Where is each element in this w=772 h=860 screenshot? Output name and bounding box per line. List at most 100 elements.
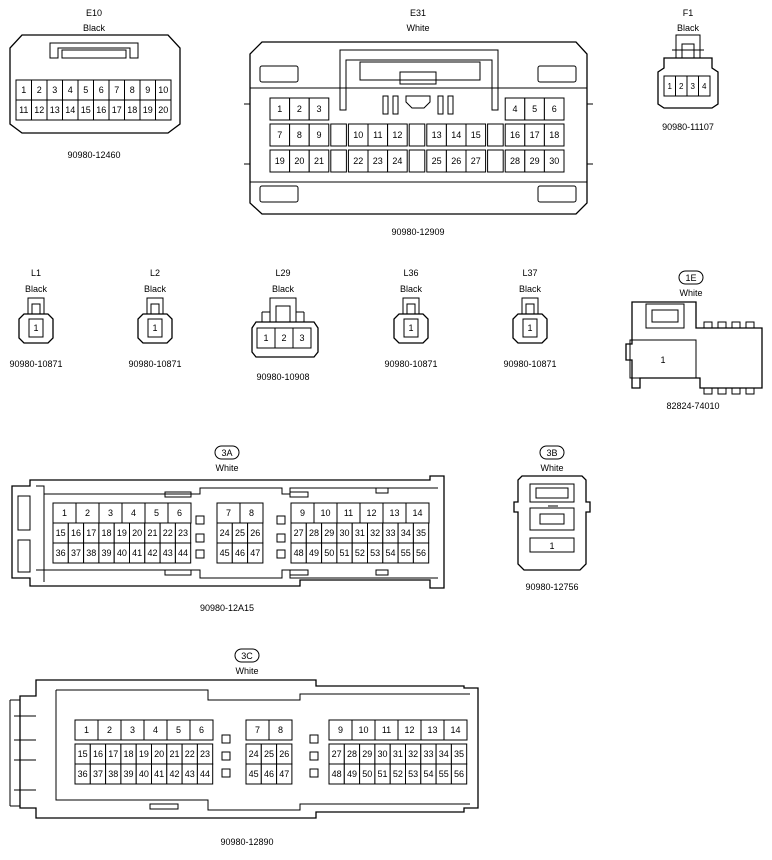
l2-pin-1: 1 bbox=[147, 318, 163, 338]
pin-label: 20 bbox=[154, 749, 164, 759]
pin-label: 14 bbox=[65, 105, 75, 115]
e10-pin-12: 12 bbox=[31, 99, 48, 121]
3a-pin-40: 40 bbox=[113, 542, 130, 564]
pin-label: 9 bbox=[300, 508, 305, 518]
pin-label: 5 bbox=[176, 725, 181, 735]
3a-pin-55: 55 bbox=[397, 542, 414, 564]
pin-label: 2 bbox=[679, 82, 684, 91]
e31-pin-10: 10 bbox=[347, 123, 369, 147]
pin-label: 1 bbox=[152, 323, 157, 333]
l37-color: Black bbox=[519, 284, 542, 294]
e31-pin-17: 17 bbox=[524, 123, 545, 147]
f1-code: F1 bbox=[683, 8, 694, 18]
3a-key-1 bbox=[195, 515, 205, 525]
pin-label: 7 bbox=[114, 85, 119, 95]
3c-pin-55: 55 bbox=[435, 763, 452, 785]
pin-label: 16 bbox=[96, 105, 106, 115]
pin-label: 52 bbox=[393, 769, 403, 779]
l29-pin-1: 1 bbox=[256, 327, 276, 349]
3c-pin-28: 28 bbox=[343, 743, 361, 765]
pin-label: 20 bbox=[158, 105, 168, 115]
3c-pin-20: 20 bbox=[151, 743, 168, 765]
3c-pin-27: 27 bbox=[328, 743, 345, 765]
e31-pin-13: 13 bbox=[426, 123, 447, 147]
e10-pin-11: 11 bbox=[15, 99, 32, 121]
pin-label: 1 bbox=[408, 323, 413, 333]
3a-pin-28: 28 bbox=[305, 522, 323, 544]
pin-label: 31 bbox=[355, 528, 365, 538]
e10-pin-13: 13 bbox=[46, 99, 63, 121]
pin-label: 8 bbox=[130, 85, 135, 95]
pin-label: 18 bbox=[102, 528, 112, 538]
f1-latch bbox=[672, 34, 704, 59]
3a-pin-18: 18 bbox=[98, 522, 115, 544]
3c-code-badge bbox=[234, 648, 260, 663]
pin-label: 4 bbox=[131, 508, 136, 518]
3c-pin-44: 44 bbox=[196, 763, 214, 785]
l1-body: 1 bbox=[18, 297, 54, 344]
3b-pin: 1 bbox=[549, 541, 554, 551]
connector-1e: 1E White 1 82824-74010 bbox=[625, 270, 763, 411]
3a-pin-51: 51 bbox=[336, 542, 353, 564]
e10-pin-2: 2 bbox=[31, 79, 48, 101]
3a-pin-44: 44 bbox=[174, 542, 192, 564]
e31-key-3 bbox=[437, 95, 444, 115]
l1-color: Black bbox=[25, 284, 48, 294]
f1-pin-3: 3 bbox=[686, 75, 699, 97]
l37-housing bbox=[512, 313, 548, 344]
e31-pin-5: 5 bbox=[524, 97, 545, 121]
3c-pin-30: 30 bbox=[374, 743, 391, 765]
pin-label: 3 bbox=[299, 333, 304, 343]
l29-housing bbox=[251, 321, 319, 358]
l36-body: 1 bbox=[393, 297, 429, 344]
3a-pin-46: 46 bbox=[231, 542, 249, 564]
pin-label: 17 bbox=[112, 105, 122, 115]
3a-pin-12: 12 bbox=[359, 502, 384, 524]
l29-code: L29 bbox=[275, 268, 290, 278]
pin-label: 16 bbox=[510, 130, 520, 140]
pin-label: 13 bbox=[427, 725, 437, 735]
pin-label: 25 bbox=[264, 749, 274, 759]
3a-housing bbox=[11, 475, 445, 589]
e31-pin-27: 27 bbox=[465, 149, 487, 173]
pin-label: 26 bbox=[279, 749, 289, 759]
e31-key-center bbox=[405, 95, 431, 109]
e31-pin-22: 22 bbox=[347, 149, 369, 173]
e31-key-4 bbox=[447, 95, 454, 115]
3c-key-1 bbox=[221, 734, 231, 744]
pin-label: 37 bbox=[93, 769, 103, 779]
pin-label: 12 bbox=[392, 130, 402, 140]
3c-pin-40: 40 bbox=[135, 763, 152, 785]
3a-pin-50: 50 bbox=[321, 542, 338, 564]
pin-label: 30 bbox=[549, 156, 559, 166]
f1-pin-2: 2 bbox=[675, 75, 688, 97]
pin-label: 3 bbox=[691, 82, 696, 91]
pin-label: 40 bbox=[117, 548, 127, 558]
3c-pin-19: 19 bbox=[135, 743, 152, 765]
e31-slot-left bbox=[259, 65, 299, 83]
l36-color: Black bbox=[400, 284, 423, 294]
pin-label: 14 bbox=[412, 508, 422, 518]
e31-pin-19: 19 bbox=[269, 149, 291, 173]
pin-label: 1 bbox=[527, 323, 532, 333]
pin-label: 15 bbox=[81, 105, 91, 115]
pin-label: 8 bbox=[297, 130, 302, 140]
pin-label: 44 bbox=[178, 548, 188, 558]
3c-key-2 bbox=[221, 751, 231, 761]
3c-housing bbox=[19, 679, 479, 819]
3a-pin-9: 9 bbox=[290, 502, 315, 524]
pin-label: 6 bbox=[552, 104, 557, 114]
3c-pin-24: 24 bbox=[245, 743, 262, 765]
3c-pin-52: 52 bbox=[389, 763, 407, 785]
pin-label: 46 bbox=[235, 548, 245, 558]
e31-pin-25: 25 bbox=[426, 149, 447, 173]
pin-label: 50 bbox=[362, 769, 372, 779]
pin-label: 45 bbox=[220, 548, 230, 558]
1e-color: White bbox=[679, 288, 702, 298]
pin-label: 39 bbox=[102, 548, 112, 558]
3c-pin-14: 14 bbox=[443, 719, 468, 741]
3a-pin-48: 48 bbox=[290, 542, 307, 564]
pin-label: 30 bbox=[378, 749, 388, 759]
